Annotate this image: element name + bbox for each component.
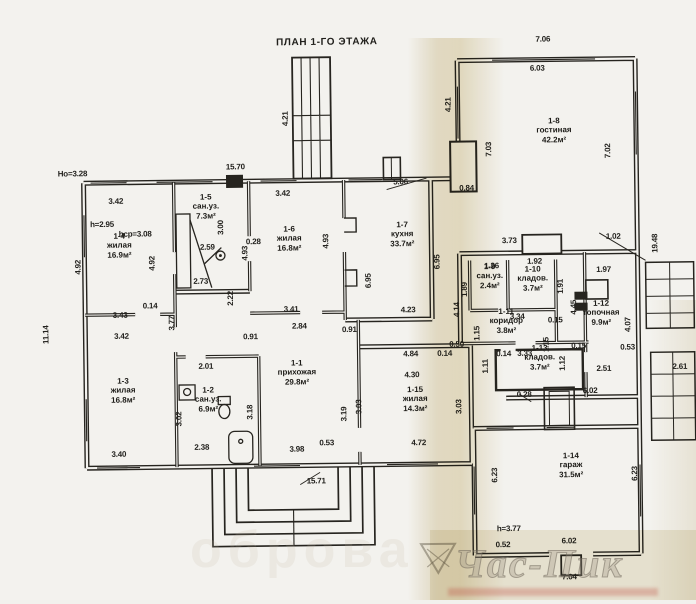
dimension-label: 1.26 bbox=[484, 262, 499, 270]
dimension-label: 4.93 bbox=[322, 234, 330, 249]
dimension-label: 2.38 bbox=[194, 444, 209, 452]
dimension-label: 7.03 bbox=[485, 142, 493, 157]
dimension-label: 2.84 bbox=[292, 323, 307, 331]
dimension-label: 0.28 bbox=[517, 391, 532, 399]
dimension-label: 3.73 bbox=[502, 237, 517, 245]
dimension-label: 4.93 bbox=[241, 246, 249, 261]
dimension-label: 6.03 bbox=[530, 65, 545, 73]
dimension-label: 1.89 bbox=[461, 282, 469, 297]
dimension-label: 2.59 bbox=[200, 244, 215, 252]
dimension-label: 4.72 bbox=[411, 439, 426, 447]
dimension-label: 3.40 bbox=[111, 451, 126, 459]
dimension-label: 2.51 bbox=[596, 365, 611, 373]
dimension-label: 15.71 bbox=[307, 477, 326, 485]
dimension-label: 15.70 bbox=[226, 163, 245, 171]
dimension-label: 3.19 bbox=[340, 407, 348, 422]
watermark-ghost-text: оброва bbox=[190, 520, 414, 580]
dimension-label: 1.12 bbox=[559, 356, 567, 371]
dimension-label: 3.77 bbox=[168, 316, 176, 331]
dimension-label: 0.84 bbox=[459, 184, 474, 192]
dimension-label: 6.23 bbox=[491, 468, 499, 483]
dimension-label: 6.23 bbox=[631, 466, 639, 481]
dimension-label: 6.95 bbox=[365, 273, 373, 288]
plan-title: ПЛАН 1-ГО ЭТАЖА bbox=[276, 36, 378, 48]
dimension-label: 0.14 bbox=[437, 350, 452, 358]
dimension-label: 1.97 bbox=[596, 266, 611, 274]
dimension-label: 3.42 bbox=[275, 190, 290, 198]
dimension-label: 0.53 bbox=[319, 439, 334, 447]
dimension-label: 4.84 bbox=[403, 350, 418, 358]
dimension-label: 3.18 bbox=[246, 405, 254, 420]
height-note: h=2.95 bbox=[90, 221, 114, 229]
dimension-label: 3.00 bbox=[217, 220, 225, 235]
dimension-label: 2.61 bbox=[672, 363, 687, 371]
dimension-label: 2.22 bbox=[227, 291, 235, 306]
dimension-label: 2.73 bbox=[193, 278, 208, 286]
dimension-label: 4.23 bbox=[401, 306, 416, 314]
dimension-label: 7.06 bbox=[535, 36, 550, 44]
dimension-label: 3.33 bbox=[517, 350, 532, 358]
dimension-label: 4.92 bbox=[148, 256, 156, 271]
dimension-label: 4.07 bbox=[624, 317, 632, 332]
dimension-label: 0.14 bbox=[496, 350, 511, 358]
dimension-label: 0.53 bbox=[620, 343, 635, 351]
dimension-label: 2.01 bbox=[198, 363, 213, 371]
dimension-label: 3.03 bbox=[455, 399, 463, 414]
dimension-label: 3.41 bbox=[284, 306, 299, 314]
dimension-label: 4.14 bbox=[453, 302, 461, 317]
dimension-label: 7.02 bbox=[604, 143, 612, 158]
dimension-label: 4.30 bbox=[404, 371, 419, 379]
dimension-label: 1.02 bbox=[606, 233, 621, 241]
dimension-label: 3.34 bbox=[510, 313, 525, 321]
dimension-label: 1.15 bbox=[542, 337, 550, 352]
dimension-label: 1.11 bbox=[482, 359, 490, 373]
dimension-label: 4.45 bbox=[570, 300, 578, 315]
height-note: h=3.77 bbox=[497, 525, 521, 533]
dimension-label: 6.95 bbox=[433, 254, 441, 269]
height-note: Но=3.28 bbox=[58, 170, 88, 178]
dimension-label: 3.42 bbox=[108, 198, 123, 206]
dimension-label: 3.03 bbox=[355, 399, 363, 414]
dimension-label: 1.92 bbox=[527, 258, 542, 266]
dimension-label: 1.15 bbox=[473, 326, 481, 341]
dimension-label: 4.21 bbox=[445, 97, 453, 112]
dimension-label: 0.15 bbox=[571, 342, 586, 350]
dimension-label: 4.92 bbox=[74, 260, 82, 275]
dimension-label: 0.14 bbox=[143, 302, 158, 310]
height-note: hср=3.08 bbox=[119, 230, 152, 238]
dimension-label: 0.91 bbox=[243, 333, 258, 341]
watermark-brand: Час-Пик bbox=[455, 540, 695, 587]
dimension-label: 1.91 bbox=[557, 279, 565, 294]
dimension-label: 3.02 bbox=[175, 412, 183, 427]
dimension-label: 3.42 bbox=[114, 333, 129, 341]
dimension-label: 11.14 bbox=[42, 325, 50, 344]
dimension-label: 3.98 bbox=[289, 446, 304, 454]
dimension-label: 0.91 bbox=[342, 326, 357, 334]
watermark-red-line bbox=[448, 588, 658, 596]
dimension-label: 4.21 bbox=[282, 111, 290, 126]
dimension-label: 5.06 bbox=[393, 178, 408, 186]
dimension-label: 3.43 bbox=[113, 312, 128, 320]
dimension-label: 19.48 bbox=[651, 234, 659, 253]
dimension-label: 0.15 bbox=[548, 316, 563, 324]
dimension-label: 6.02 bbox=[583, 387, 598, 395]
dimension-label: 0.50 bbox=[449, 341, 464, 349]
